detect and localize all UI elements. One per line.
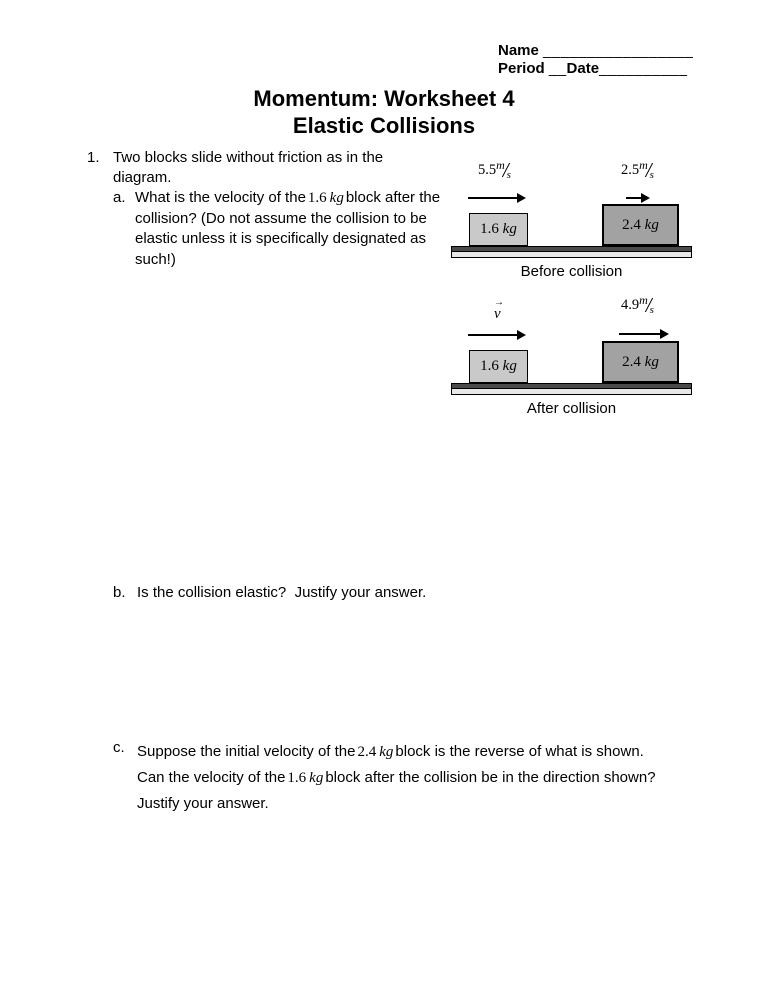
block-2-4kg-label: 2.4 kg bbox=[622, 353, 659, 370]
header-fields: Name _________________ Period __Date____… bbox=[498, 42, 693, 78]
question-1b: b. Is the collision elastic? Justify you… bbox=[113, 584, 426, 601]
block-2-4kg-label: 2.4 kg bbox=[622, 216, 659, 233]
velocity-label-5-5: 5.5ms bbox=[478, 158, 511, 181]
ground-surface bbox=[451, 246, 692, 258]
name-label: Name bbox=[498, 42, 539, 59]
question-1-number: 1. bbox=[87, 149, 100, 166]
before-collision-caption: Before collision bbox=[520, 263, 623, 280]
question-1: 1. Two blocks slide without friction as … bbox=[87, 148, 447, 270]
question-1c-line-3: Justify your answer. bbox=[137, 795, 269, 812]
page-title: Momentum: Worksheet 4 Elastic Collisions bbox=[0, 85, 768, 139]
block-1-6kg-label: 1.6 kg bbox=[480, 358, 517, 374]
velocity-label-4-9: 4.9ms bbox=[621, 293, 654, 316]
velocity-arrow-left bbox=[468, 193, 526, 203]
title-line-1: Momentum: Worksheet 4 bbox=[253, 86, 515, 111]
velocity-arrow-right bbox=[619, 329, 669, 339]
name-blank-line: _________________ bbox=[543, 42, 694, 59]
vector-arrow-icon: → bbox=[494, 297, 504, 308]
velocity-arrow-right bbox=[626, 193, 650, 203]
velocity-label-v-vector: →v bbox=[494, 297, 504, 322]
period-label: Period bbox=[498, 60, 545, 77]
question-1a-label: a. bbox=[113, 189, 126, 206]
block-1-6kg: 1.6 kg bbox=[469, 350, 528, 383]
name-field-line: Name _________________ bbox=[498, 42, 693, 60]
block-1-6kg: 1.6 kg bbox=[469, 213, 528, 246]
question-1a-text-part2: block after the collision? (Do not assum… bbox=[135, 189, 441, 268]
after-collision-caption: After collision bbox=[526, 400, 617, 417]
before-collision-diagram: 5.5ms 2.5ms 1.6 kg 2.4 kg Before collisi… bbox=[450, 158, 695, 280]
title-line-2: Elastic Collisions bbox=[292, 113, 476, 138]
block-2-4kg: 2.4 kg bbox=[602, 341, 679, 383]
block-1-6kg-label: 1.6 kg bbox=[480, 221, 517, 237]
ground-surface-top bbox=[452, 384, 691, 389]
period-blank-line: __ bbox=[548, 60, 567, 77]
block-2-4kg: 2.4 kg bbox=[602, 204, 679, 246]
ground-surface-top bbox=[452, 247, 691, 252]
period-date-field-line: Period __Date__________ bbox=[498, 60, 693, 78]
date-label: Date bbox=[566, 60, 600, 77]
date-blank-line: __________ bbox=[599, 60, 688, 77]
question-1-intro: 1. Two blocks slide without friction as … bbox=[87, 148, 447, 187]
question-1a-text-part1: What is the velocity of the bbox=[135, 189, 306, 206]
question-1c-label: c. bbox=[113, 739, 125, 756]
question-1b-label: b. bbox=[113, 584, 126, 601]
question-1b-text: Is the collision elastic? Justify your a… bbox=[137, 584, 427, 601]
after-collision-diagram: →v 4.9ms 1.6 kg 2.4 kg After collision bbox=[450, 293, 695, 417]
velocity-label-2-5: 2.5ms bbox=[621, 158, 654, 181]
velocity-arrow-left bbox=[468, 330, 526, 340]
question-1-intro-text: Two blocks slide without friction as in … bbox=[113, 149, 384, 186]
ground-surface bbox=[451, 383, 692, 395]
